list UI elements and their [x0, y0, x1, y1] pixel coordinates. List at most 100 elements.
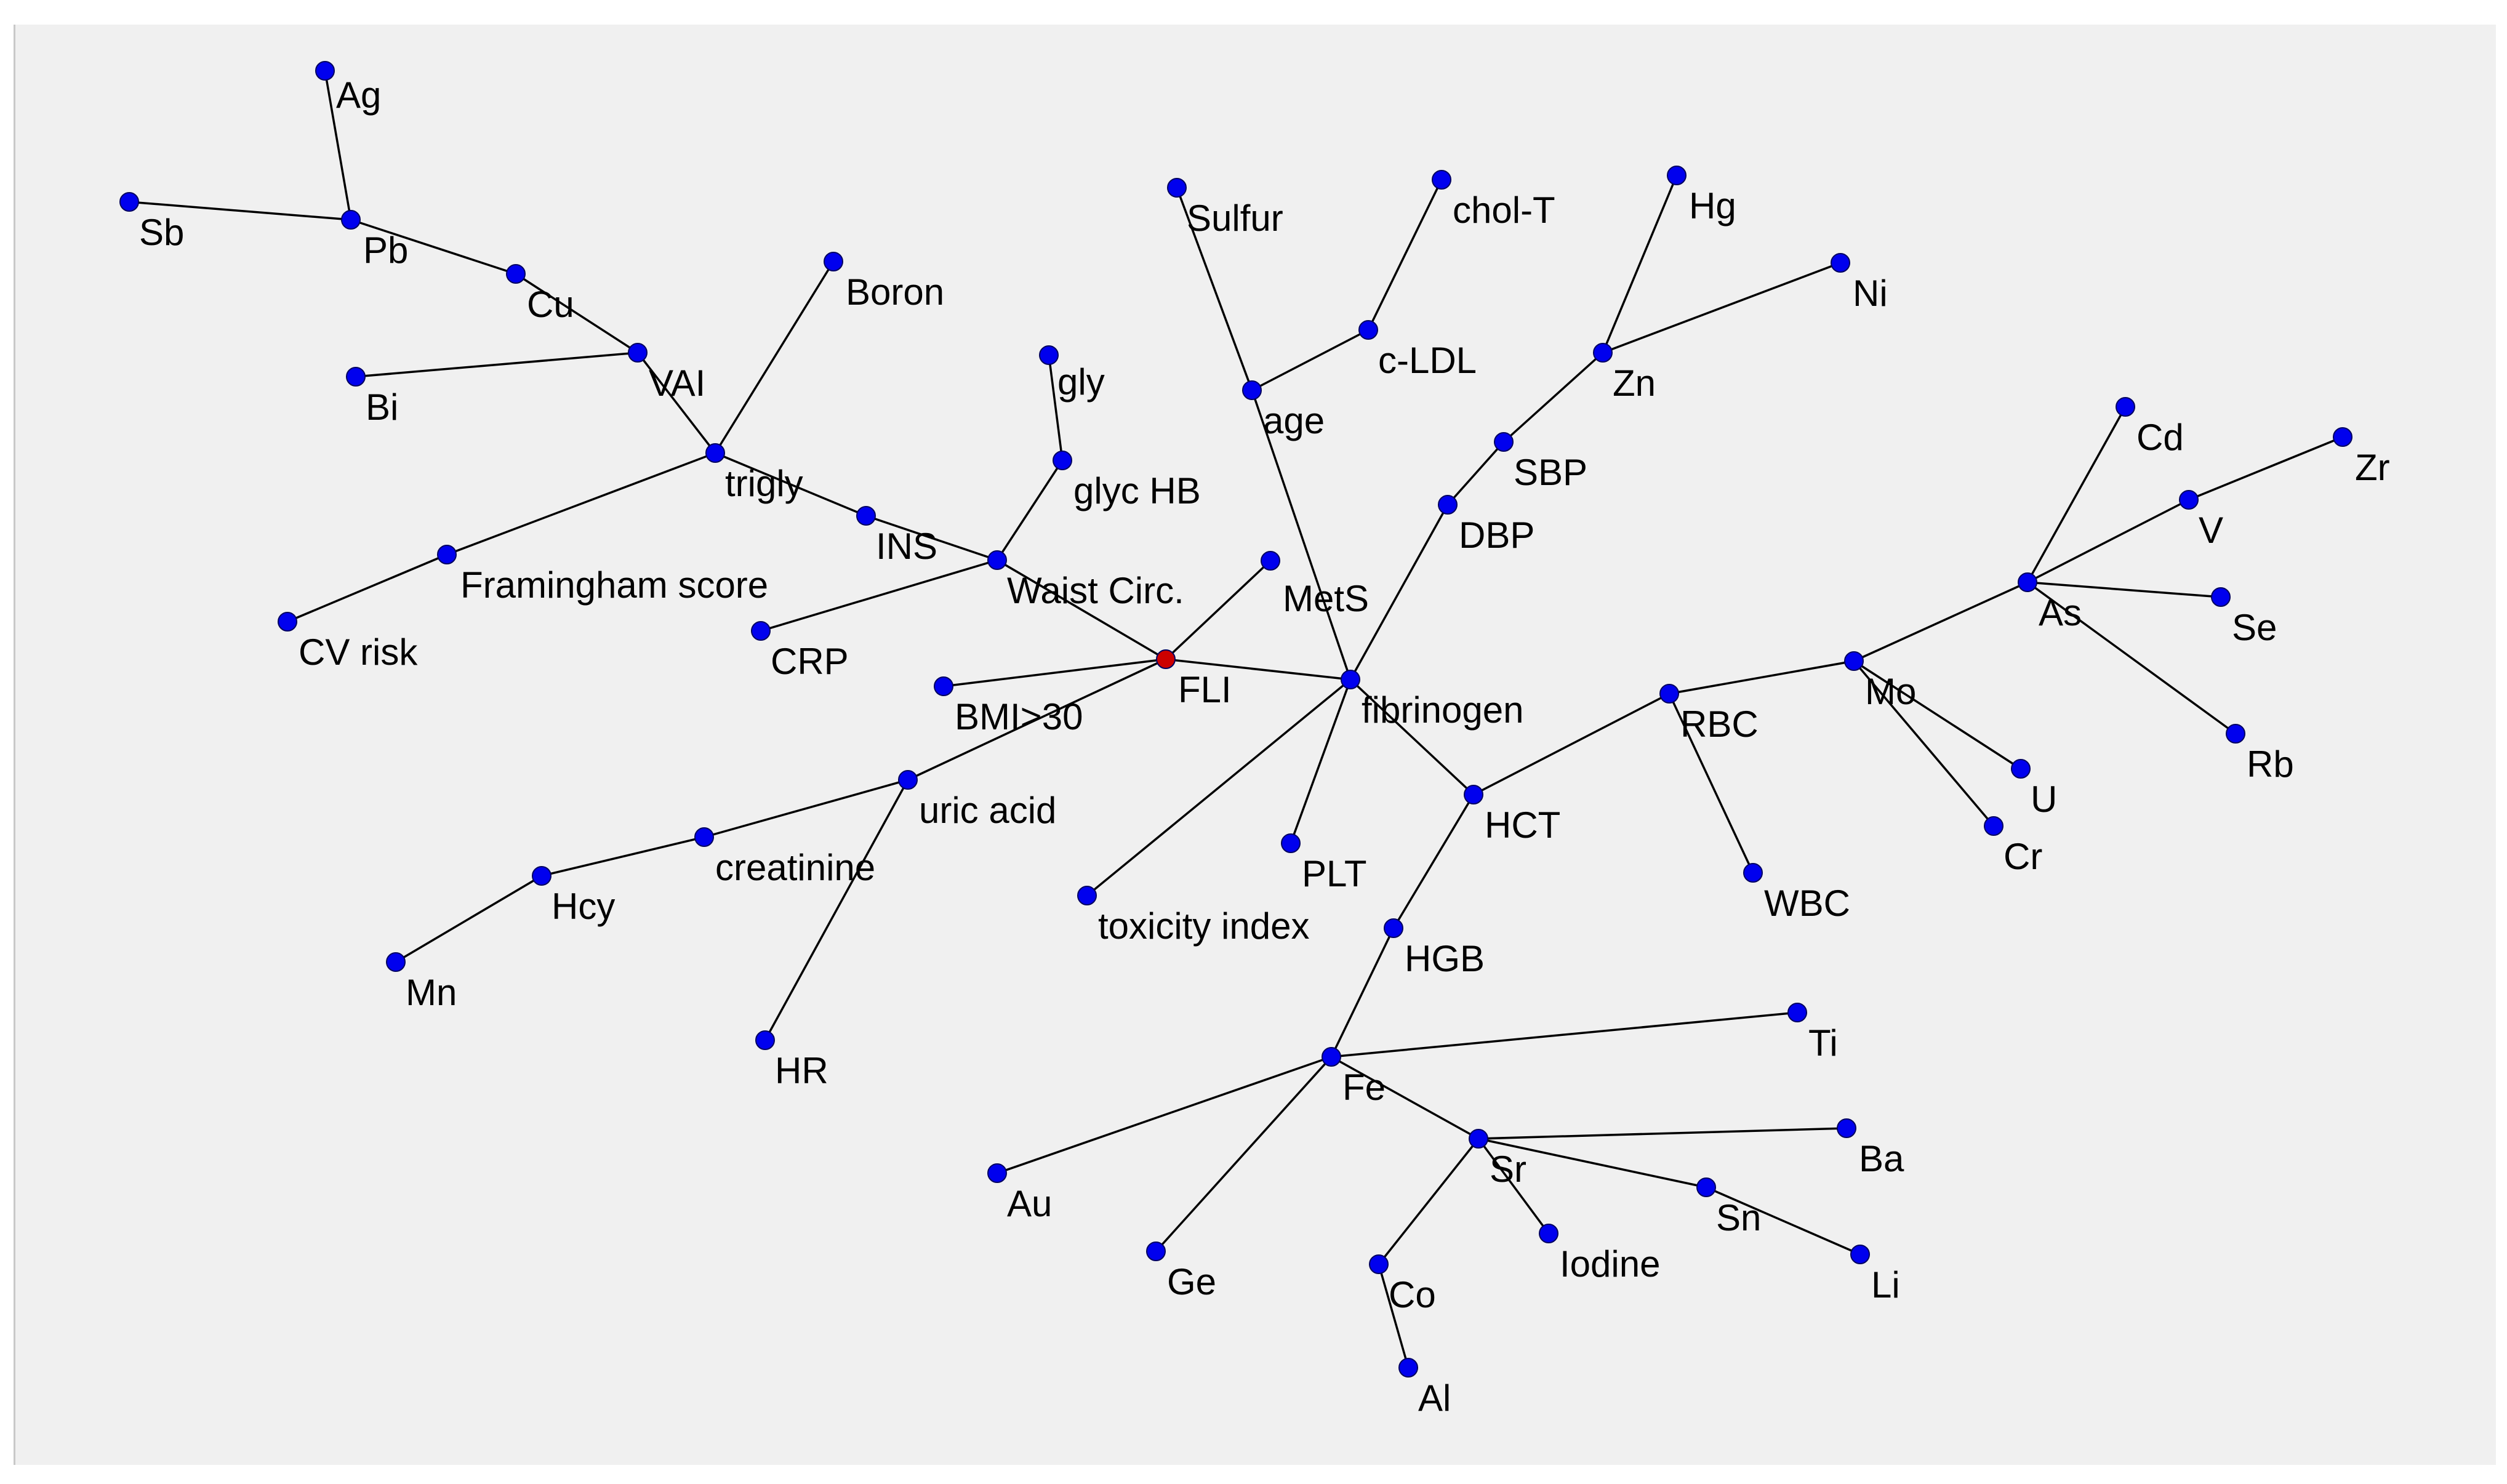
edge-cLDL-age: [1251, 329, 1369, 391]
node-label-Waist: Waist Circ.: [1007, 570, 1184, 611]
node-Cu[interactable]: [506, 264, 526, 284]
node-Au[interactable]: [987, 1163, 1007, 1183]
node-HR[interactable]: [755, 1030, 775, 1050]
node-label-HGB: HGB: [1405, 938, 1485, 979]
node-INS[interactable]: [856, 506, 876, 526]
node-label-DBP: DBP: [1459, 515, 1534, 556]
edge-Hg-Zn: [1602, 175, 1678, 353]
node-label-fibrinogen: fibrinogen: [1362, 689, 1524, 731]
node-Ge[interactable]: [1146, 1241, 1166, 1261]
edge-CRP-Waist: [760, 559, 998, 632]
node-Zr[interactable]: [2333, 427, 2353, 447]
edge-Co-Al: [1378, 1264, 1410, 1368]
node-toxicity[interactable]: [1077, 886, 1097, 905]
node-Li[interactable]: [1850, 1245, 1870, 1264]
node-Ni[interactable]: [1831, 253, 1850, 273]
node-U[interactable]: [2011, 759, 2031, 779]
edge-Fe-Au: [997, 1056, 1332, 1174]
node-V[interactable]: [2179, 490, 2199, 510]
node-VAI[interactable]: [628, 343, 648, 363]
nodes-layer: [119, 61, 2353, 1378]
node-Mn[interactable]: [386, 952, 406, 972]
node-gly[interactable]: [1039, 345, 1059, 365]
node-RBC[interactable]: [1659, 684, 1679, 704]
node-WBC[interactable]: [1743, 863, 1763, 883]
node-DBP[interactable]: [1438, 495, 1458, 515]
node-Cd[interactable]: [2116, 397, 2135, 417]
node-glycHB[interactable]: [1053, 451, 1072, 470]
node-label-trigly: trigly: [725, 463, 803, 504]
edge-Sulfur-age: [1176, 187, 1253, 391]
edge-HGB-Fe: [1330, 928, 1395, 1057]
node-Co[interactable]: [1369, 1254, 1389, 1274]
node-PLT[interactable]: [1281, 833, 1301, 853]
edge-Hcy-Mn: [395, 875, 542, 963]
node-Iodine[interactable]: [1539, 1224, 1558, 1243]
node-Pb[interactable]: [341, 210, 361, 230]
node-fibrinogen[interactable]: [1341, 670, 1360, 689]
edge-As-V: [2027, 499, 2189, 584]
edge-Framingham-CVrisk: [287, 553, 447, 623]
node-Bi[interactable]: [346, 367, 366, 387]
node-age[interactable]: [1242, 380, 1262, 400]
edge-FLI-uric: [907, 658, 1166, 781]
node-trigly[interactable]: [705, 443, 725, 463]
node-HCT[interactable]: [1464, 785, 1483, 804]
node-label-Fe: Fe: [1342, 1067, 1386, 1108]
node-Waist[interactable]: [987, 550, 1007, 570]
node-Framingham[interactable]: [437, 545, 457, 564]
node-FLI[interactable]: [1156, 649, 1176, 669]
node-label-Ag: Ag: [336, 74, 381, 116]
node-Ti[interactable]: [1787, 1003, 1807, 1022]
edge-Mo-U: [1853, 660, 2021, 770]
node-Zn[interactable]: [1593, 343, 1613, 363]
node-label-HR: HR: [775, 1050, 828, 1091]
node-cLDL[interactable]: [1358, 320, 1378, 340]
node-CRP[interactable]: [751, 621, 771, 641]
edge-Fe-Ti: [1331, 1011, 1798, 1058]
node-label-Boron: Boron: [846, 271, 944, 313]
node-label-Mo: Mo: [1865, 671, 1916, 712]
node-Sulfur[interactable]: [1167, 178, 1187, 198]
node-BMI[interactable]: [934, 676, 953, 696]
node-Hg[interactable]: [1667, 166, 1687, 185]
edge-Sn-Li: [1706, 1186, 1861, 1256]
node-Se[interactable]: [2211, 587, 2231, 607]
node-Mo[interactable]: [1844, 651, 1864, 671]
node-Hcy[interactable]: [532, 866, 552, 886]
edge-As-Cd: [2026, 406, 2127, 583]
node-Ag[interactable]: [315, 61, 335, 81]
node-MetS[interactable]: [1261, 551, 1280, 571]
node-Sn[interactable]: [1696, 1177, 1716, 1197]
node-label-V: V: [2199, 510, 2223, 551]
node-creatinine[interactable]: [694, 827, 714, 847]
node-label-Hg: Hg: [1689, 185, 1736, 227]
node-Boron[interactable]: [824, 252, 843, 271]
node-As[interactable]: [2018, 572, 2037, 592]
edge-trigly-Framingham: [446, 452, 716, 556]
node-label-VAI: VAI: [649, 363, 705, 404]
node-label-Framingham: Framingham score: [460, 564, 768, 606]
edge-RBC-WBC: [1668, 693, 1754, 873]
node-uric[interactable]: [898, 770, 918, 790]
node-label-Co: Co: [1389, 1274, 1436, 1315]
node-Fe[interactable]: [1322, 1047, 1341, 1067]
node-Ba[interactable]: [1837, 1118, 1856, 1138]
node-label-CRP: CRP: [771, 641, 849, 682]
node-Sr[interactable]: [1469, 1129, 1488, 1149]
edge-uric-HR: [764, 779, 909, 1041]
edge-Sr-Iodine: [1477, 1137, 1550, 1235]
edge-fibrinogen-PLT: [1290, 679, 1352, 844]
node-HGB[interactable]: [1384, 918, 1403, 938]
node-CVrisk[interactable]: [278, 612, 297, 632]
node-cholT[interactable]: [1432, 170, 1451, 190]
node-Sb[interactable]: [119, 192, 139, 212]
node-Cr[interactable]: [1984, 816, 2004, 836]
node-SBP[interactable]: [1494, 432, 1514, 452]
node-label-SBP: SBP: [1514, 452, 1587, 493]
node-Al[interactable]: [1398, 1358, 1418, 1378]
node-Rb[interactable]: [2226, 724, 2245, 744]
edge-As-Rb: [2026, 581, 2237, 735]
graph-canvas: [14, 25, 2496, 1465]
